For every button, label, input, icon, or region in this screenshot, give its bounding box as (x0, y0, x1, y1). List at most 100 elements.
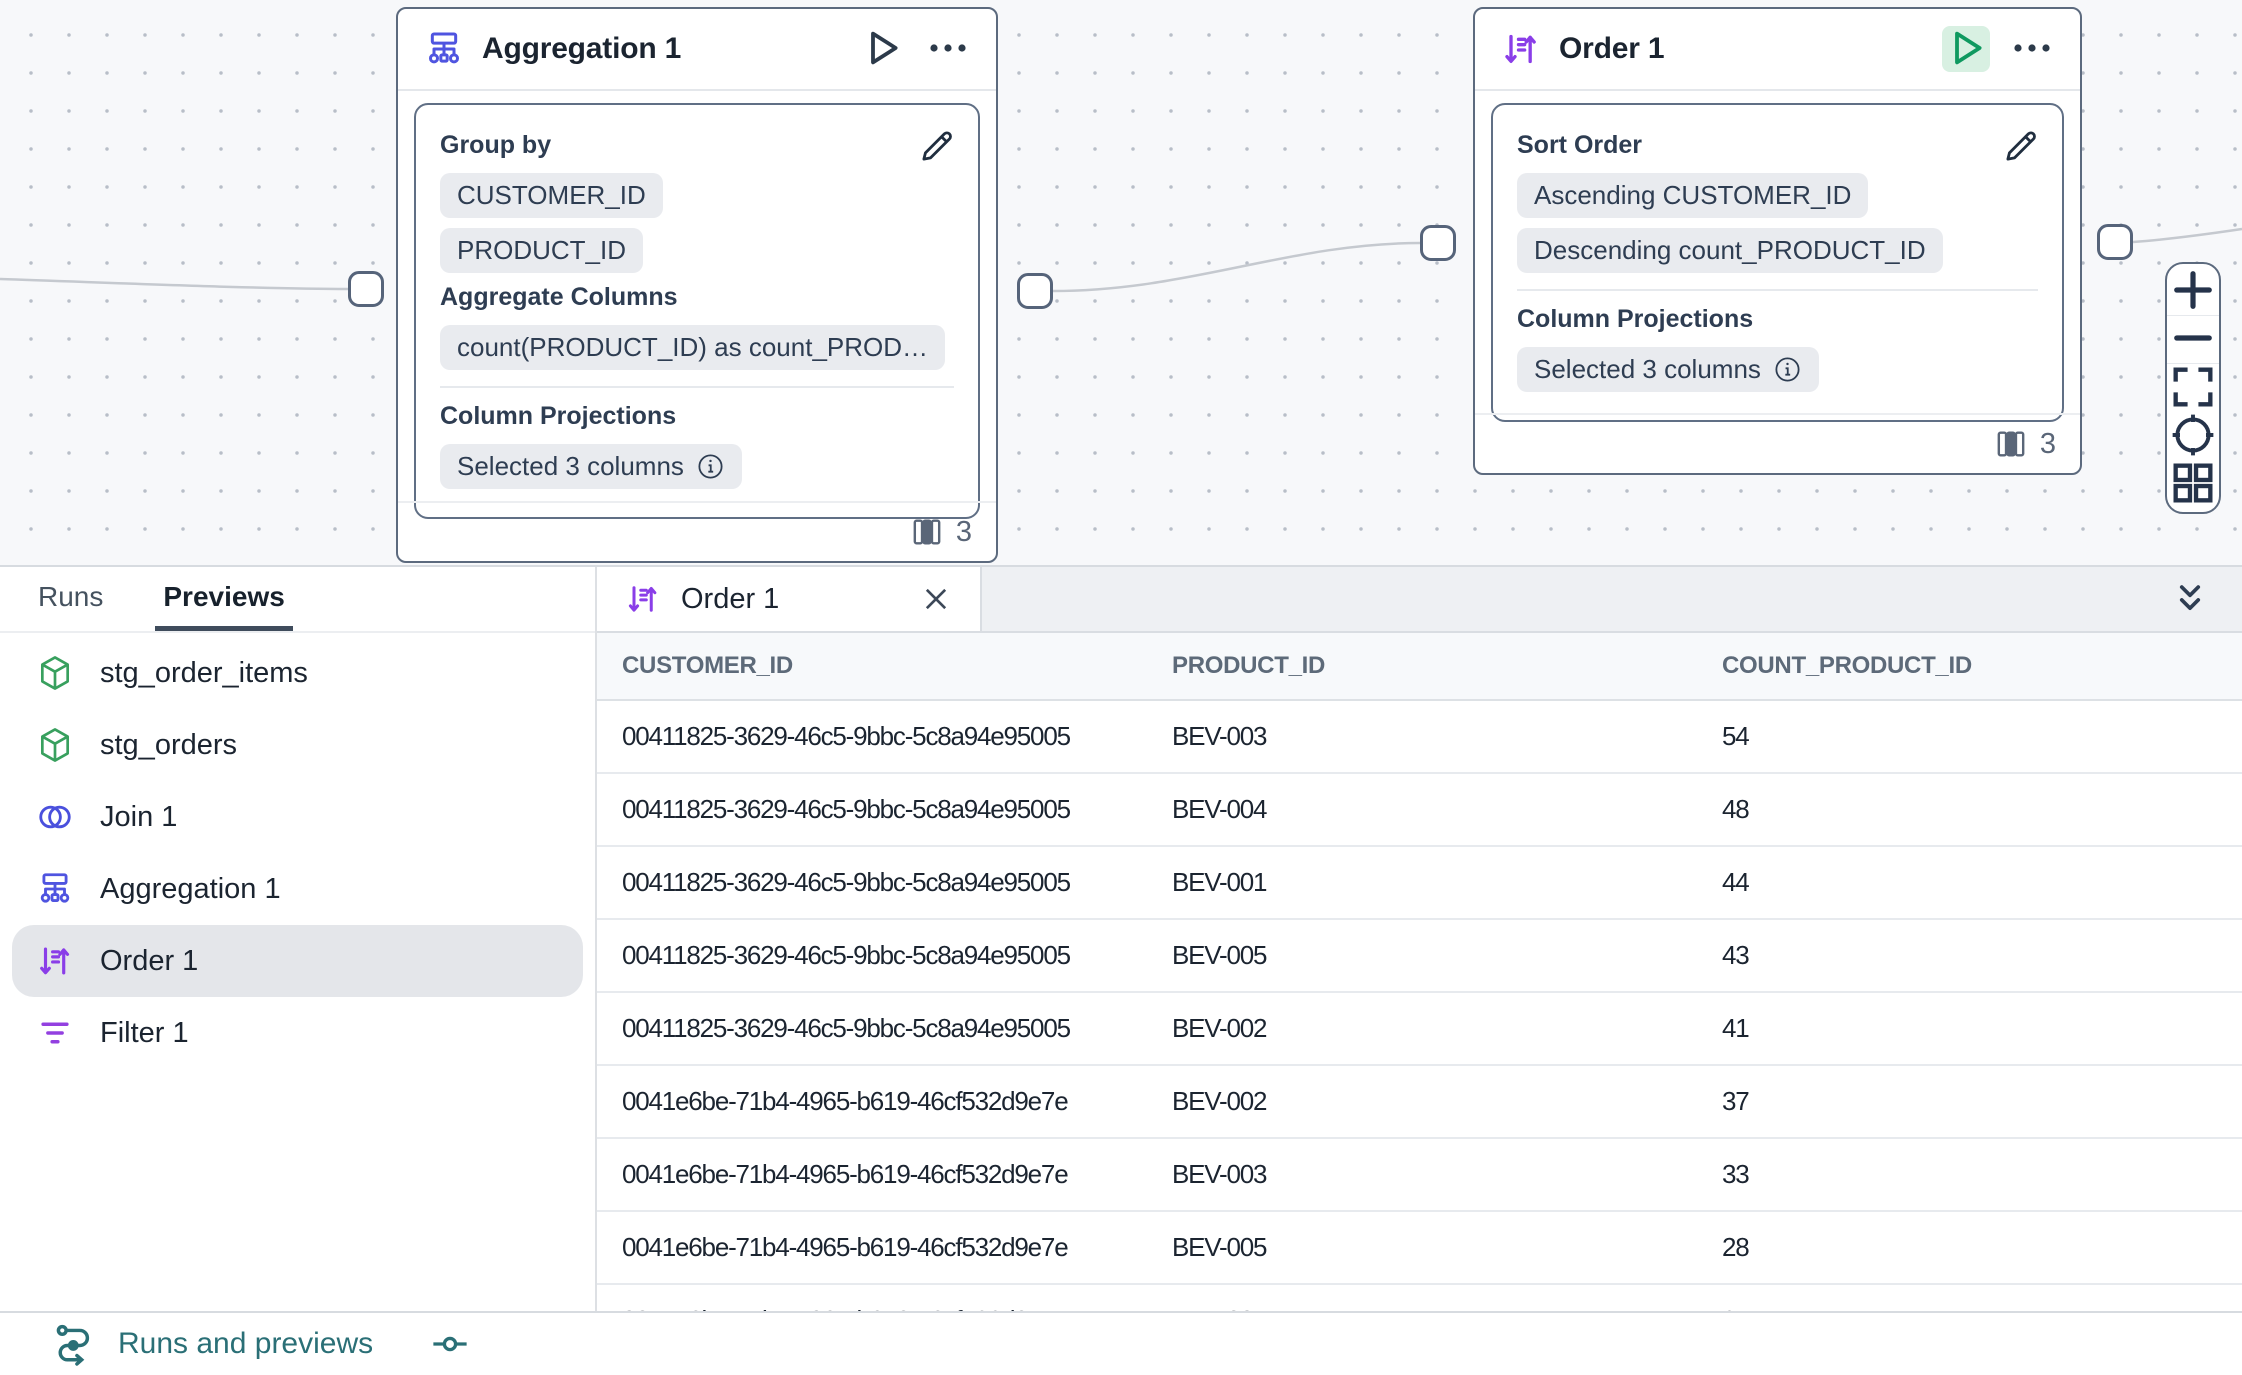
group-by-chip[interactable]: PRODUCT_ID (440, 228, 644, 273)
runs-and-previews-icon (52, 1322, 96, 1366)
aggregate-column-chip[interactable]: count(PRODUCT_ID) as count_PROD… (440, 325, 946, 370)
play-icon (858, 24, 906, 75)
layout-grid-button[interactable] (2167, 460, 2219, 508)
tab-runs[interactable]: Runs (38, 580, 104, 612)
table-cell: BEV-005 (1172, 1232, 1267, 1262)
table-header: CUSTOMER_ID PRODUCT_ID COUNT_PRODUCT_ID (597, 633, 2242, 701)
table-row[interactable]: 00411825-3629-46c5-9bbc-5c8a94e95005 BEV-… (597, 774, 2242, 847)
edit-node-button[interactable] (2000, 125, 2042, 167)
double-chevron-down-icon (2168, 577, 2212, 624)
column-count: 3 (955, 515, 972, 548)
node-more-button[interactable] (924, 26, 972, 72)
table-cell: 00411825-3629-46c5-9bbc-5c8a94e95005 (622, 794, 1071, 824)
cube-icon (36, 726, 74, 764)
table-cell: 48 (1722, 794, 1750, 824)
sidebar-item-stg-orders[interactable]: stg_orders (12, 709, 583, 781)
card-divider (440, 386, 954, 388)
column-count: 3 (2039, 427, 2056, 460)
edit-node-button[interactable] (916, 125, 958, 167)
preview-pane: Order 1 CUSTOMER_ID PRODUCT_ID COUNT_PRO… (597, 567, 2242, 1311)
table-row[interactable]: 0041e6be-71b4-4965-b619-46cf532d9e7eBEV-… (597, 1285, 2242, 1311)
node-order-1[interactable]: Order 1 Sort Order Ascending CUSTOMER_ID… (1473, 7, 2082, 475)
order-icon (36, 942, 74, 980)
sort-order-chip[interactable]: Descending count_PRODUCT_ID (1517, 228, 1943, 273)
table-cell: 54 (1722, 721, 1750, 751)
output-port-order[interactable] (2097, 224, 2133, 260)
info-icon (696, 452, 725, 481)
sidebar-item-label: stg_orders (100, 728, 238, 761)
connection-wires (0, 227, 2242, 293)
input-port-aggregation[interactable] (348, 271, 384, 307)
info-icon (1773, 355, 1802, 384)
table-cell: 43 (1722, 940, 1750, 970)
table-cell: BEV-003 (1172, 721, 1267, 751)
table-row[interactable]: 0041e6be-71b4-4965-b619-46cf532d9e7e BEV-… (597, 1212, 2242, 1285)
table-cell: BEV-004 (1172, 794, 1267, 824)
aggregation-icon (424, 29, 464, 69)
pencil-icon (2000, 125, 2042, 170)
play-icon (1942, 24, 1990, 75)
section-label: Group by (440, 131, 552, 159)
table-cell: BEV-002 (1172, 1086, 1267, 1116)
node-title: Order 1 (1559, 32, 1665, 65)
node-aggregation-1[interactable]: Aggregation 1 Group by CUSTOMER_ID PRODU… (396, 7, 998, 563)
sidebar-item-stg-order-items[interactable]: stg_order_items (12, 637, 583, 709)
collapse-panel-button[interactable] (2168, 577, 2212, 621)
sidebar-item-label: Filter 1 (100, 1016, 189, 1049)
table-cell: 24 (1722, 1305, 2242, 1311)
columns-icon (910, 515, 944, 549)
sort-order-chip[interactable]: Ascending CUSTOMER_ID (1517, 173, 1869, 218)
table-cell: 0041e6be-71b4-4965-b619-46cf532d9e7e (622, 1159, 1069, 1189)
node-title: Aggregation 1 (482, 32, 682, 65)
table-cell: 00411825-3629-46c5-9bbc-5c8a94e95005 (622, 867, 1071, 897)
output-port-aggregation[interactable] (1017, 273, 1053, 309)
sidebar-item-order-1[interactable]: Order 1 (12, 925, 583, 997)
fit-to-screen-button[interactable] (2167, 364, 2219, 412)
column-projections-chip[interactable]: Selected 3 columns (440, 444, 742, 489)
sidebar-item-filter-1[interactable]: Filter 1 (12, 997, 583, 1069)
zoom-in-button[interactable] (2167, 268, 2219, 316)
table-cell: 0041e6be-71b4-4965-b619-46cf532d9e7e (622, 1232, 1069, 1262)
input-port-order[interactable] (1420, 225, 1456, 261)
filter-icon (36, 1014, 74, 1052)
close-preview-button[interactable] (916, 579, 956, 619)
canvas-zoom-toolbar (2165, 262, 2221, 514)
table-cell: 37 (1722, 1086, 1750, 1116)
column-projections-chip[interactable]: Selected 3 columns (1517, 347, 1819, 392)
node-more-button[interactable] (2008, 26, 2056, 72)
node-header: Aggregation 1 (398, 9, 996, 91)
section-label: Column Projections (1517, 305, 1754, 333)
minus-icon (2167, 312, 2219, 367)
sidebar-item-join-1[interactable]: Join 1 (12, 781, 583, 853)
run-node-button[interactable] (1942, 26, 1990, 72)
sort-icon (1501, 29, 1541, 69)
preview-tab-order-1[interactable]: Order 1 (597, 567, 982, 631)
table-cell: 33 (1722, 1159, 1750, 1189)
panel-toggle-slider[interactable] (429, 1323, 471, 1365)
table-cell: 41 (1722, 1013, 1750, 1043)
run-node-button[interactable] (858, 26, 906, 72)
column-header-product-id[interactable]: PRODUCT_ID (1172, 652, 1326, 679)
sidebar-item-aggregation-1[interactable]: Aggregation 1 (12, 853, 583, 925)
group-by-chip[interactable]: CUSTOMER_ID (440, 173, 663, 218)
plus-icon (2167, 264, 2219, 319)
node-footer: 3 (398, 501, 996, 561)
column-header-customer-id[interactable]: CUSTOMER_ID (622, 652, 793, 679)
pipeline-canvas[interactable]: Aggregation 1 Group by CUSTOMER_ID PRODU… (0, 0, 2242, 565)
runs-and-previews-button[interactable]: Runs and previews (118, 1327, 374, 1360)
tab-previews[interactable]: Previews (155, 567, 293, 631)
zoom-out-button[interactable] (2167, 316, 2219, 364)
ellipsis-icon (924, 24, 972, 75)
node-config-card: Sort Order Ascending CUSTOMER_ID Descend… (1491, 103, 2064, 422)
sidebar-item-label: Aggregation 1 (100, 872, 281, 905)
locate-button[interactable] (2167, 412, 2219, 460)
column-header-count-product-id[interactable]: COUNT_PRODUCT_ID (1722, 652, 1972, 679)
